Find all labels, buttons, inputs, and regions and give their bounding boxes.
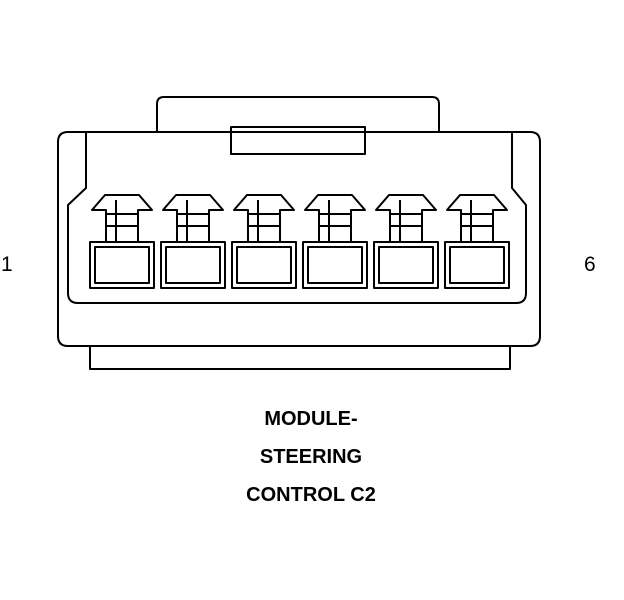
pin-cavity-2 <box>160 194 226 289</box>
pin-cavity-4 <box>302 194 368 289</box>
caption-line-2: STEERING <box>259 446 363 468</box>
pin-cavity-6 <box>444 194 510 289</box>
cavity-frame <box>231 241 297 289</box>
connector-housing-inner <box>67 132 527 304</box>
connector-bottom-rail <box>89 346 511 370</box>
terminal-lock <box>375 194 437 242</box>
pin-cavity-1 <box>89 194 155 289</box>
cavity-opening <box>236 246 292 284</box>
cavity-opening <box>307 246 363 284</box>
connector-caption: MODULE- STEERING CONTROL C2 <box>180 400 442 514</box>
cavity-opening <box>378 246 434 284</box>
pin-cavities <box>89 194 510 289</box>
connector-top-latch <box>156 96 440 132</box>
pin-1-label: 1 <box>1 253 13 276</box>
connector-keyway-tab <box>230 126 366 155</box>
caption-line-3: CONTROL C2 <box>246 484 376 506</box>
terminal-lock <box>162 194 224 242</box>
cavity-frame <box>160 241 226 289</box>
cavity-frame <box>444 241 510 289</box>
cavity-frame <box>302 241 368 289</box>
terminal-lock <box>304 194 366 242</box>
terminal-lock <box>233 194 295 242</box>
cavity-opening <box>94 246 150 284</box>
terminal-lock <box>446 194 508 242</box>
pin-cavity-5 <box>373 194 439 289</box>
pin-cavity-3 <box>231 194 297 289</box>
cavity-frame <box>89 241 155 289</box>
cavity-frame <box>373 241 439 289</box>
terminal-lock <box>91 194 153 242</box>
cavity-opening <box>165 246 221 284</box>
pin-6-label: 6 <box>584 253 596 276</box>
cavity-opening <box>449 246 505 284</box>
caption-line-1: MODULE- <box>264 408 358 430</box>
connector-housing-outer <box>57 131 541 347</box>
